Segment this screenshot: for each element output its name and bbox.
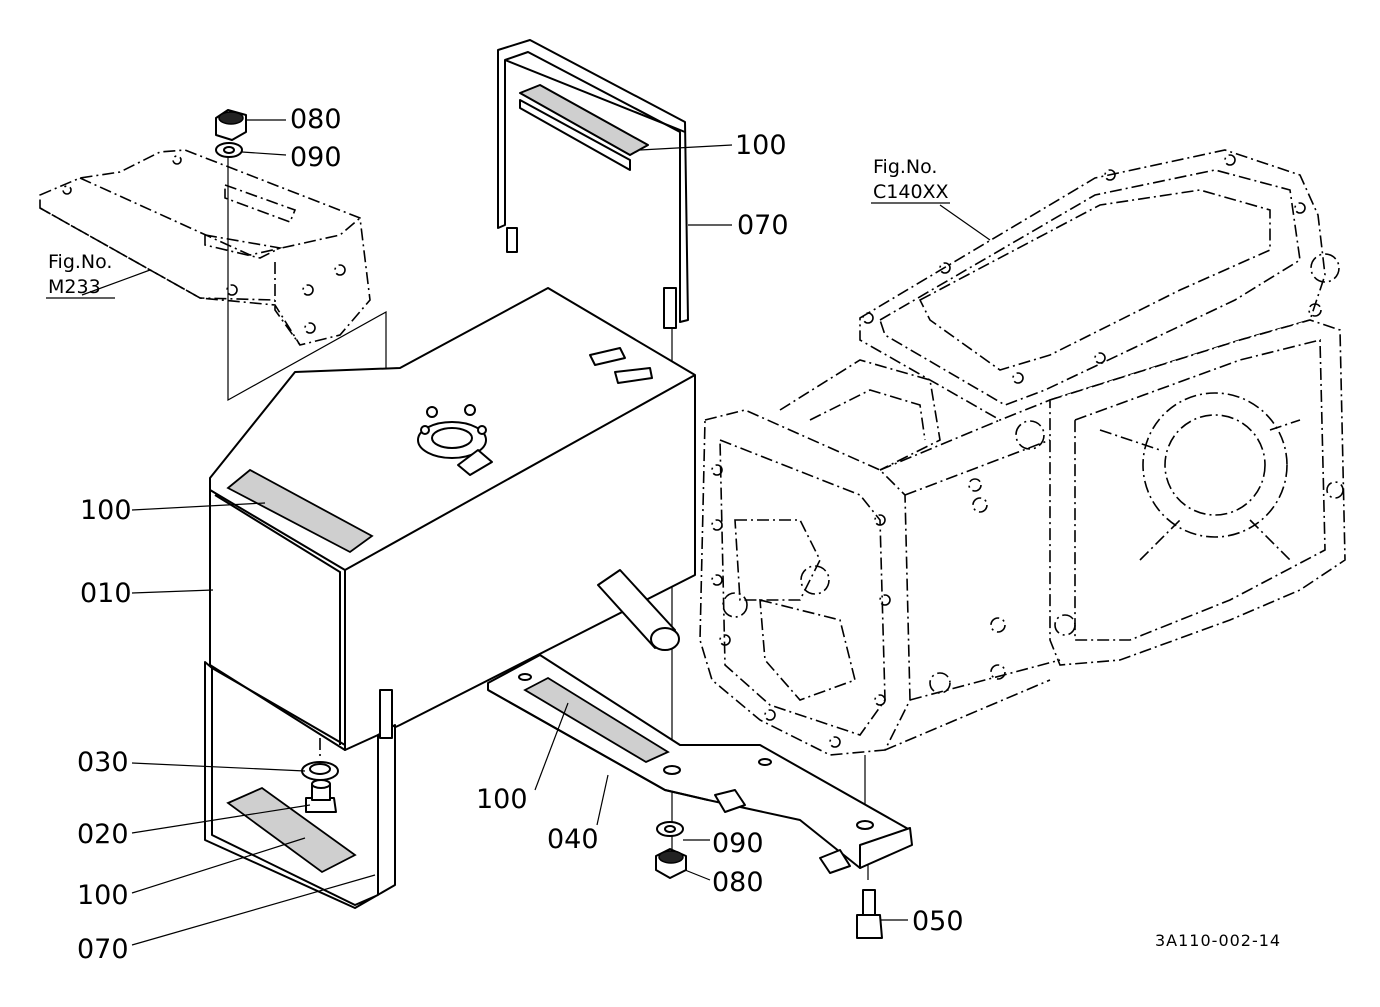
callout-strap-lower: 070 <box>77 934 129 965</box>
outlet-pipe <box>597 569 680 651</box>
leader-lines <box>81 119 991 946</box>
callout-strap-upper: 070 <box>737 210 789 241</box>
upper-tank-strap <box>497 39 689 329</box>
left-fig-label: Fig.No. <box>48 251 112 273</box>
callout-tank: 010 <box>80 578 132 609</box>
filler-neck <box>417 404 493 476</box>
callout-gasket: 030 <box>77 747 129 778</box>
mount-bracket-reference <box>39 149 371 346</box>
bottom-washer <box>656 821 684 837</box>
right-fig-label: Fig.No. <box>873 156 937 178</box>
bottom-nut <box>655 848 687 879</box>
top-washer <box>215 142 243 158</box>
callout-bolt: 050 <box>912 906 964 937</box>
callout-washer-top: 090 <box>290 142 342 173</box>
figure-references: Fig.No. M233 Fig.No. C140XX <box>46 156 950 299</box>
left-fig-number: M233 <box>48 276 101 298</box>
drawing-code: 3A110-002-14 <box>1155 931 1281 950</box>
rubber-pads <box>226 468 670 764</box>
fuel-fittings <box>589 347 653 384</box>
callout-drain-plug: 020 <box>77 819 129 850</box>
transmission-case-reference <box>699 149 1346 756</box>
callout-pad-tank: 100 <box>80 495 132 526</box>
callout-bracket: 040 <box>547 824 599 855</box>
callout-pad-upper: 100 <box>735 130 787 161</box>
top-nut <box>215 109 247 141</box>
callout-pad-bracket: 100 <box>476 784 528 815</box>
callout-nut-bottom: 080 <box>712 867 764 898</box>
callout-washer-bottom: 090 <box>712 828 764 859</box>
drain-plug <box>305 779 337 813</box>
callout-labels: 080 090 100 070 100 010 030 020 100 070 … <box>77 104 964 965</box>
fuel-tank <box>209 287 696 751</box>
callout-pad-lower: 100 <box>77 880 129 911</box>
mounting-bolt <box>856 889 883 939</box>
right-fig-number: C140XX <box>873 181 949 203</box>
lower-tank-strap <box>204 661 396 909</box>
gasket <box>301 761 339 781</box>
callout-nut-top: 080 <box>290 104 342 135</box>
